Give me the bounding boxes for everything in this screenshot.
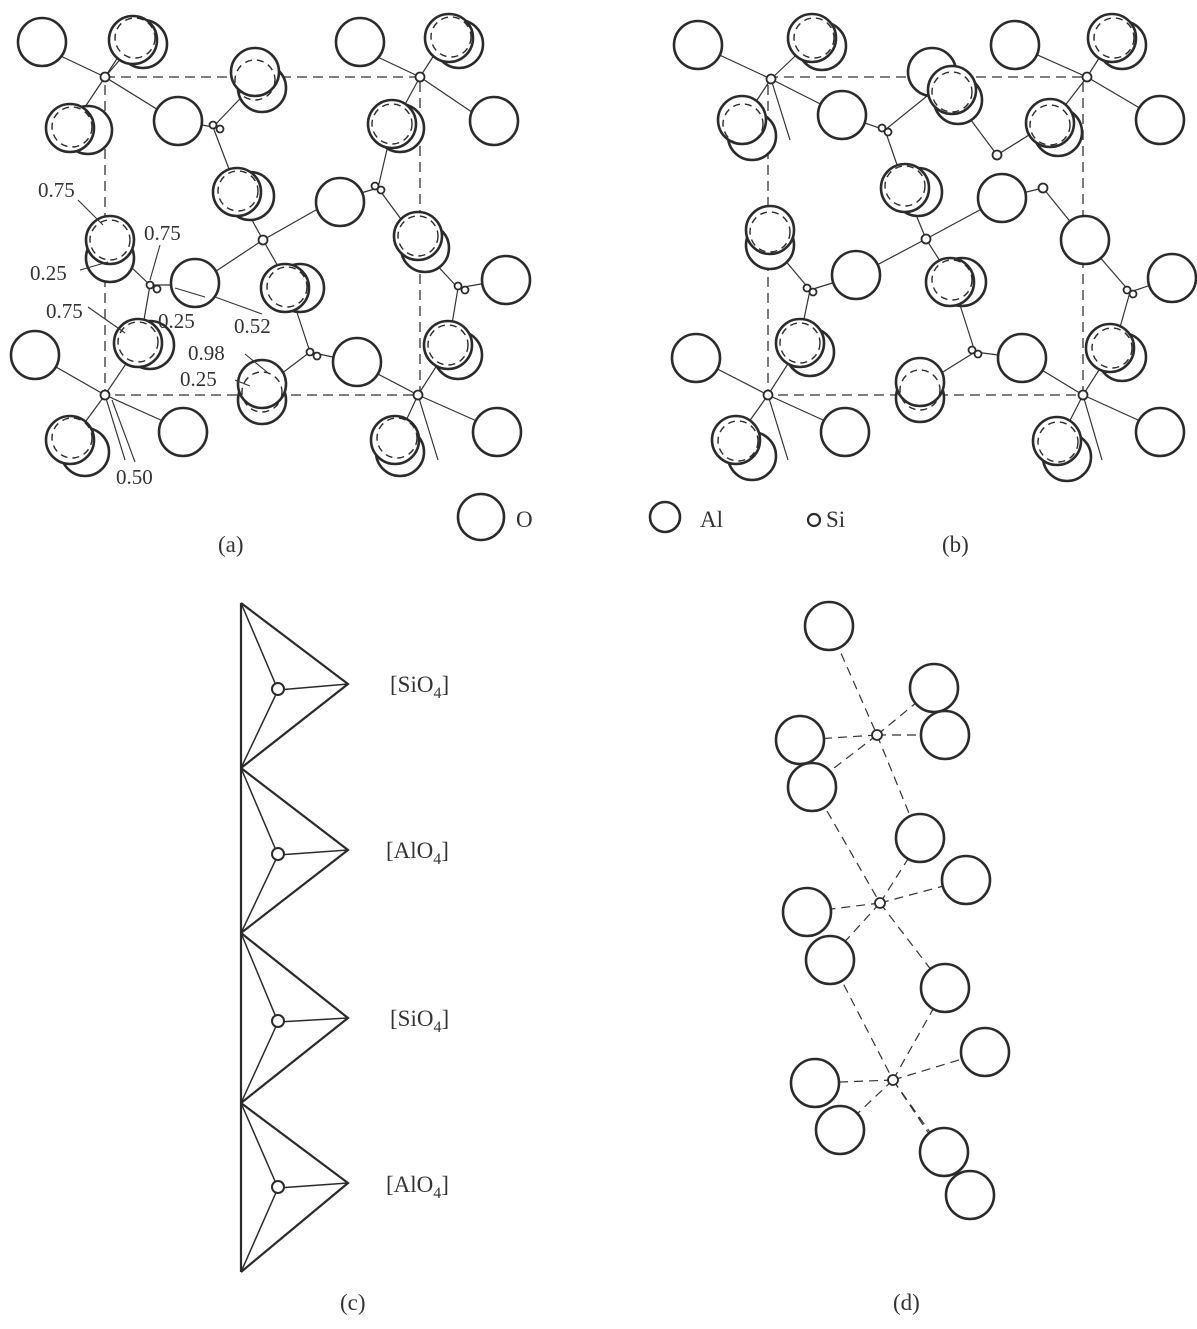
height-label: 0.50: [116, 465, 153, 489]
tetrahedron-2: [AlO4]: [240, 767, 449, 934]
panel-c: [SiO4] [AlO4] [SiO4] [AlO4] (c): [239, 602, 449, 1315]
legend-label-si: Si: [826, 507, 845, 532]
aluminium-site-icon: [271, 1180, 285, 1194]
height-label: 0.25: [180, 367, 217, 391]
legend-label-o: O: [516, 507, 533, 532]
height-label: 0.25: [158, 309, 195, 333]
atoms-a: [9, 12, 532, 478]
height-label: 0.75: [38, 178, 75, 202]
silicon-site-icon: [271, 682, 285, 696]
silicon-site-icon: [271, 1014, 285, 1028]
panel-caption-a: (a): [218, 532, 244, 557]
oxygen-symbol-icon: [456, 492, 506, 542]
legend-label-al: Al: [700, 507, 723, 532]
height-label: 0.75: [144, 221, 181, 245]
tetrahedron-3: [SiO4]: [240, 932, 449, 1104]
height-label: 0.75: [46, 299, 83, 323]
silicon-symbol-icon: [806, 512, 822, 528]
tetrahedron-4: [AlO4]: [239, 1073, 449, 1273]
leader-lines-a: [77, 199, 268, 463]
height-label: 0.25: [30, 261, 67, 285]
tetrahedron-label: [SiO4]: [390, 672, 449, 702]
tetrahedron-label: [SiO4]: [390, 1006, 449, 1036]
panel-d: (d): [774, 600, 1011, 1315]
height-labels-a: 0.75 0.75 0.25 0.75 0.25 0.52 0.98 0.25 …: [30, 178, 271, 489]
panel-b: (b): [670, 12, 1197, 557]
metal-sites-a: [99, 71, 470, 401]
panel-caption-c: (c): [340, 1290, 366, 1315]
tetrahedron-1: [SiO4]: [240, 602, 449, 769]
legend: O Al Si: [456, 492, 845, 542]
aluminium-site-icon: [271, 847, 285, 861]
panel-a: 0.75 0.75 0.25 0.75 0.25 0.52 0.98 0.25 …: [9, 12, 532, 557]
panel-caption-b: (b): [942, 532, 969, 557]
centres-d: [871, 729, 899, 1086]
tetrahedron-label: [AlO4]: [386, 1172, 449, 1202]
atoms-b: [670, 12, 1197, 483]
aluminium-symbol-icon: [648, 500, 682, 534]
panel-caption-d: (d): [893, 1290, 920, 1315]
metal-sites-b: [762, 71, 1138, 401]
height-label: 0.98: [188, 341, 225, 365]
atoms-d: [774, 600, 1011, 1221]
height-label: 0.52: [234, 314, 271, 338]
tetrahedron-label: [AlO4]: [386, 838, 449, 868]
